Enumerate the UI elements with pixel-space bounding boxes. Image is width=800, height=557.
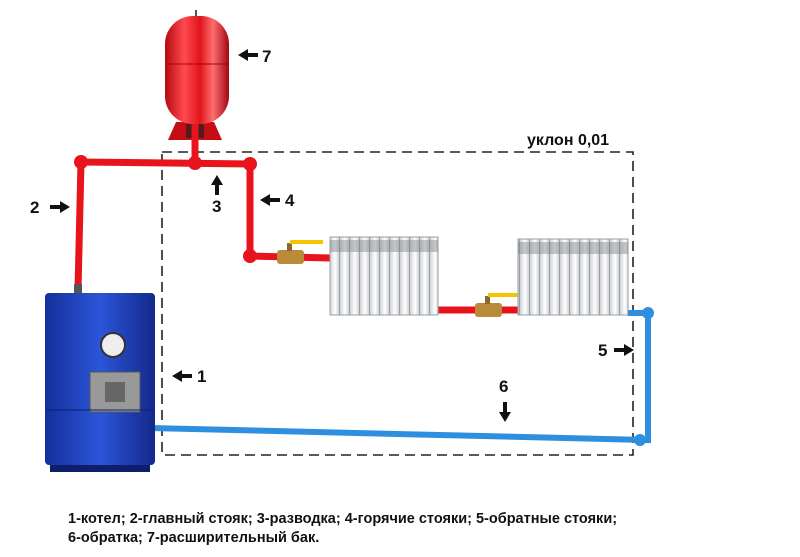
svg-text:6: 6	[499, 377, 508, 396]
slope-contour	[161, 151, 634, 456]
legend-line-1: 1-котел; 2-главный стояк; 3-разводка; 4-…	[68, 511, 618, 527]
legend: 1-котел; 2-главный стояк; 3-разводка; 4-…	[68, 510, 768, 548]
svg-text:7: 7	[262, 47, 271, 66]
callouts: 7 2 3 4 1 5 6	[30, 47, 634, 422]
svg-text:4: 4	[285, 191, 295, 210]
svg-text:5: 5	[598, 341, 607, 360]
svg-text:2: 2	[30, 198, 39, 217]
radiator-1	[329, 236, 439, 316]
expansion-tank	[165, 10, 229, 140]
return-pipes	[149, 310, 651, 444]
ball-valve-2	[475, 293, 521, 317]
svg-text:1: 1	[197, 367, 206, 386]
boiler	[45, 284, 155, 472]
pipe-joints	[74, 155, 257, 263]
svg-text:3: 3	[212, 197, 221, 216]
ball-valve-1	[277, 240, 323, 264]
slope-label: уклон 0,01	[527, 132, 609, 149]
radiator-2	[517, 238, 629, 316]
legend-line-2: 6-обратка; 7-расширительный бак.	[68, 530, 320, 546]
